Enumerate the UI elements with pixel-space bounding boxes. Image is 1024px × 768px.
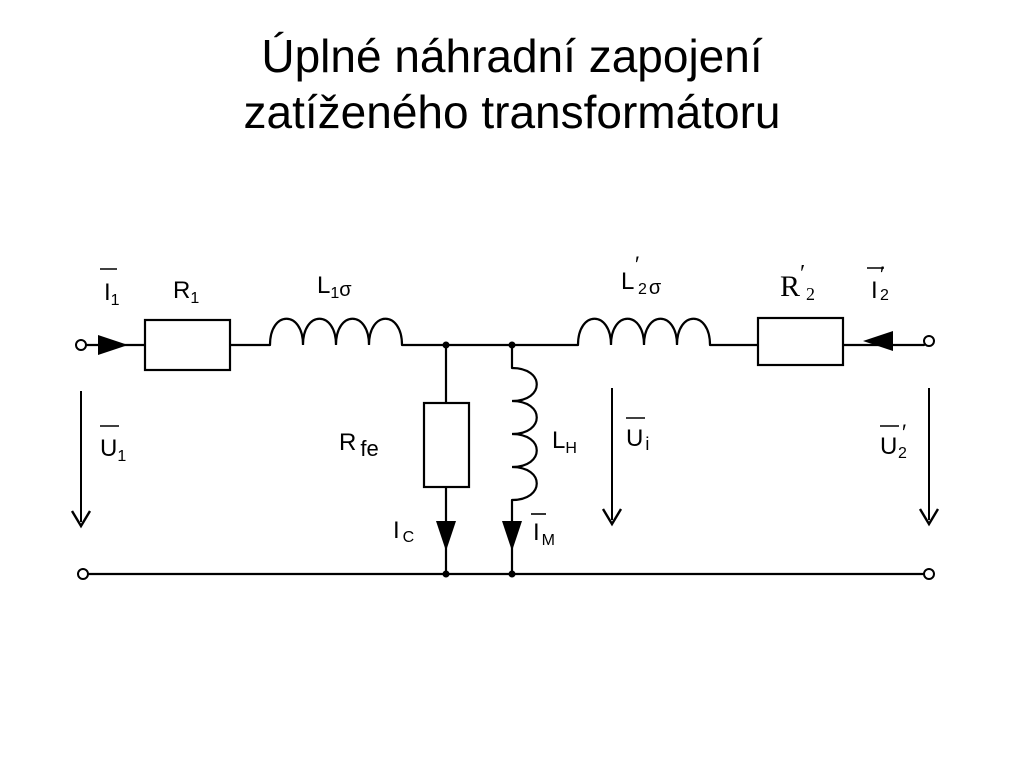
title-line-1: Úplné náhradní zapojení: [261, 30, 763, 82]
label-lh: LH: [552, 427, 577, 457]
node-rfe-bottom: [442, 570, 450, 578]
resistor-r2: [756, 316, 845, 367]
slide-title: Úplné náhradní zapojení zatíženého trans…: [0, 28, 1024, 140]
voltage-arrow-u2-head: [918, 508, 940, 527]
label-u2-base: U: [880, 433, 897, 460]
current-arrow-i1: [98, 335, 128, 355]
inductor-lh: [511, 366, 538, 502]
terminal-in-bottom: [77, 568, 89, 580]
current-arrow-i2: [863, 331, 893, 351]
current-arrow-ic: [436, 521, 456, 551]
label-r1: R1: [173, 277, 199, 307]
label-r2-prime: ′: [800, 261, 805, 287]
terminal-in-top: [75, 339, 87, 351]
inductor-l2-sigma: [576, 317, 712, 346]
node-rfe-top: [442, 341, 450, 349]
terminal-out-bottom: [923, 568, 935, 580]
label-l1-sigma: L1σ: [317, 272, 352, 302]
terminal-out-top: [923, 335, 935, 347]
node-lh-top: [508, 341, 516, 349]
label-i2-base: I: [871, 277, 878, 304]
label-r2-base: R: [780, 270, 800, 303]
label-i2-prime: ′: [880, 262, 884, 287]
label-l2-sigma-base: L: [621, 268, 634, 295]
label-i2-sub: 2: [880, 287, 889, 304]
label-u1: U1: [100, 435, 126, 465]
label-i1: I1: [104, 279, 120, 309]
voltage-arrow-u1-head: [70, 510, 92, 529]
current-arrow-im: [502, 521, 522, 551]
inductor-l1-sigma: [268, 317, 404, 346]
label-l2-sigma-prime: ′: [635, 252, 639, 277]
title-line-2: zatíženého transformátoru: [243, 86, 781, 138]
label-u2-prime: ′: [902, 420, 906, 445]
resistor-r1: [143, 318, 232, 372]
voltage-arrow-ui-head: [601, 508, 623, 527]
resistor-rfe: [422, 401, 471, 489]
label-r2-sub: 2: [806, 284, 815, 304]
node-lh-bottom: [508, 570, 516, 578]
label-u2-sub: 2: [898, 445, 907, 462]
